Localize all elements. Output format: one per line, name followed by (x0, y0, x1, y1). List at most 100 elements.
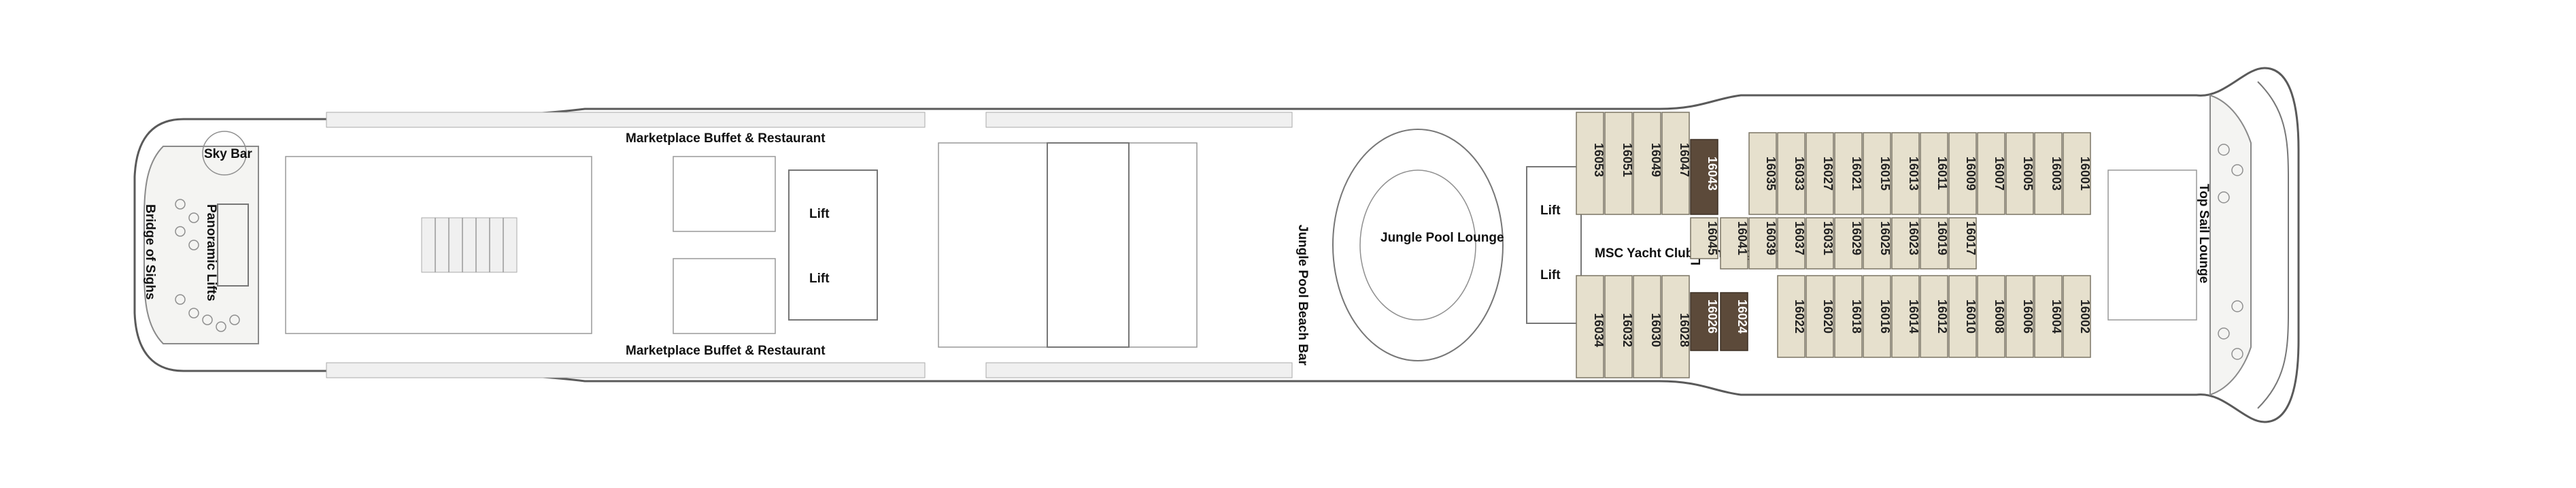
cabin-16034[interactable] (1576, 275, 1604, 378)
cabin-16020[interactable] (1806, 275, 1834, 358)
svg-text:16006: 16006 (2021, 299, 2035, 334)
cabin-16001[interactable] (2063, 132, 2091, 215)
svg-text:16003: 16003 (2050, 157, 2063, 191)
lift-3-label: Lift (1540, 204, 1561, 218)
svg-text:16035: 16035 (1764, 157, 1778, 191)
cabin-16047[interactable] (1661, 112, 1690, 215)
cabin-16006[interactable] (2005, 275, 2034, 358)
cabin-16027[interactable] (1806, 132, 1834, 215)
cabin-16003[interactable] (2034, 132, 2063, 215)
bow-seating (2218, 144, 2243, 360)
sky-bar-label: Sky Bar (204, 147, 252, 161)
lift-4-label: Lift (1540, 268, 1561, 282)
cabin-16016[interactable] (1863, 275, 1891, 358)
cabin-16008[interactable] (1977, 275, 2005, 358)
svg-text:16002: 16002 (2078, 299, 2092, 334)
top-sail-lounge-label: Top Sail Lounge (2197, 184, 2211, 283)
cabin-16033[interactable] (1777, 132, 1806, 215)
svg-text:16034: 16034 (1592, 313, 1606, 347)
cabin-16041[interactable] (1720, 217, 1748, 270)
cabin-16004[interactable] (2034, 275, 2063, 358)
svg-text:16031: 16031 (1821, 221, 1835, 255)
cabins-bottom-b: 16022 16020 16018 16016 16014 16012 1601… (1777, 275, 2092, 358)
svg-text:16004: 16004 (2050, 299, 2063, 334)
cabin-16037[interactable] (1777, 217, 1806, 270)
cabin-16017[interactable] (1948, 217, 1977, 270)
svg-text:16001: 16001 (2078, 157, 2092, 191)
cabin-16028[interactable] (1661, 275, 1690, 378)
forward-block (2107, 169, 2197, 321)
svg-text:16013: 16013 (1907, 157, 1920, 191)
svg-text:16027: 16027 (1821, 157, 1835, 191)
cabins-middle: 16041 16039 16037 16031 16029 16025 1602… (1720, 217, 1978, 270)
marketplace-block-top (673, 156, 776, 232)
aft-block (285, 156, 592, 334)
cabin-16002[interactable] (2063, 275, 2091, 358)
cabin-16029[interactable] (1834, 217, 1863, 270)
lift-1-label: Lift (809, 207, 830, 221)
cabin-16030[interactable] (1633, 275, 1661, 378)
svg-text:16049: 16049 (1649, 143, 1663, 177)
cabin-16026[interactable] (1690, 292, 1718, 351)
svg-text:16032: 16032 (1621, 313, 1634, 347)
svg-text:16016: 16016 (1878, 299, 1892, 334)
svg-text:16025: 16025 (1878, 221, 1892, 255)
edge-seating (326, 112, 1293, 378)
marketplace-top-label: Marketplace Buffet & Restaurant (626, 131, 826, 146)
svg-text:16051: 16051 (1621, 143, 1634, 177)
jungle-pool-outer (1332, 129, 1504, 361)
cabin-16043[interactable] (1690, 139, 1718, 215)
cabin-16035[interactable] (1748, 132, 1777, 215)
panoramic-lifts-box (217, 204, 249, 287)
svg-text:16021: 16021 (1850, 157, 1863, 191)
cabin-16031[interactable] (1806, 217, 1834, 270)
cabin-16053[interactable] (1576, 112, 1604, 215)
cabin-16049[interactable] (1633, 112, 1661, 215)
stern-seating (175, 199, 240, 332)
svg-text:16017: 16017 (1964, 221, 1978, 255)
stern-deck (143, 146, 259, 344)
svg-text:16033: 16033 (1793, 157, 1806, 191)
aft-stair-lines (435, 218, 504, 272)
cabins-bottom-a: 16034 16032 16030 16028 (1576, 275, 1691, 378)
cabin-16039[interactable] (1748, 217, 1777, 270)
mid-core (1047, 142, 1130, 348)
svg-text:16009: 16009 (1964, 157, 1978, 191)
svg-text:16007: 16007 (1993, 157, 2006, 191)
marketplace-block-bottom (673, 258, 776, 334)
cabin-16009[interactable] (1948, 132, 1977, 215)
cabin-16012[interactable] (1920, 275, 1948, 358)
svg-text:16019: 16019 (1935, 221, 1949, 255)
cabin-16018[interactable] (1834, 275, 1863, 358)
svg-text:16011: 16011 (1935, 157, 1949, 190)
cabin-16010[interactable] (1948, 275, 1977, 358)
cabin-16022[interactable] (1777, 275, 1806, 358)
svg-text:16043: 16043 (1706, 157, 1719, 191)
lift-2-label: Lift (809, 272, 830, 286)
cabin-16051[interactable] (1604, 112, 1633, 215)
cabin-16011[interactable] (1920, 132, 1948, 215)
svg-text:16053: 16053 (1592, 143, 1606, 177)
svg-text:16018: 16018 (1850, 299, 1863, 334)
svg-text:16012: 16012 (1935, 299, 1949, 334)
cabin-16024[interactable] (1720, 292, 1748, 351)
cabin-16021[interactable] (1834, 132, 1863, 215)
marketplace-bottom-label: Marketplace Buffet & Restaurant (626, 344, 826, 358)
cabin-16023[interactable] (1891, 217, 1920, 270)
cabin-16025[interactable] (1863, 217, 1891, 270)
cabin-16019[interactable] (1920, 217, 1948, 270)
svg-text:16045: 16045 (1706, 221, 1719, 255)
bridge-of-signs-label: Bridge of Sighs (143, 204, 157, 299)
cabin-16007[interactable] (1977, 132, 2005, 215)
cabin-16014[interactable] (1891, 275, 1920, 358)
svg-text:16041: 16041 (1735, 221, 1749, 255)
cabin-16013[interactable] (1891, 132, 1920, 215)
cabin-16005[interactable] (2005, 132, 2034, 215)
cabin-16045[interactable] (1690, 217, 1718, 259)
cabin-16032[interactable] (1604, 275, 1633, 378)
panoramic-lifts-label: Panoramic Lifts (204, 204, 218, 302)
cabin-16015[interactable] (1863, 132, 1891, 215)
svg-text:16008: 16008 (1993, 299, 2006, 334)
svg-text:16024: 16024 (1735, 299, 1749, 334)
